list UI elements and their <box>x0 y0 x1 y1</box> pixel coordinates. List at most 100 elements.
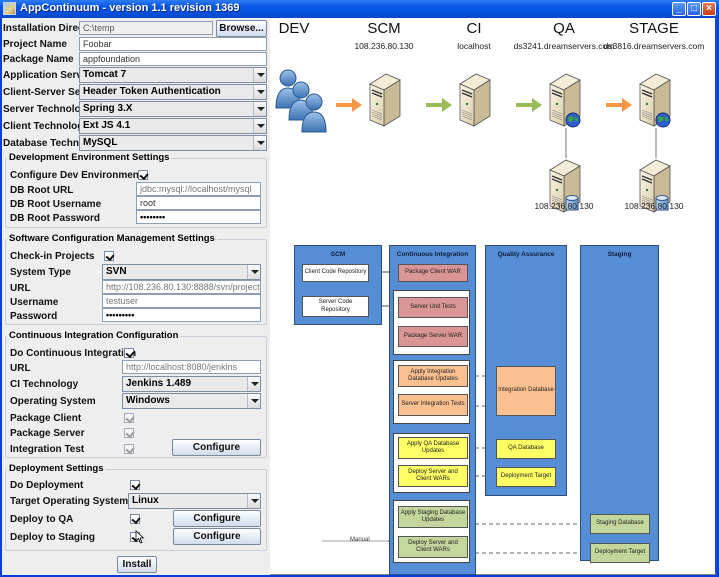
chevron-down-icon[interactable] <box>247 377 260 391</box>
chevron-down-icon[interactable] <box>247 494 260 508</box>
staging-lane-title: Staging <box>607 251 632 258</box>
apply-integration-db-updates: Apply Integration Database Updates <box>398 365 468 387</box>
db-root-url-field[interactable]: jdbc:mysql://localhost/mysql <box>136 182 261 196</box>
server-technology-select[interactable]: Spring 3.X <box>79 101 267 117</box>
target-os-select[interactable]: Linux <box>128 493 261 509</box>
scm-lane-title: SCM <box>330 251 346 258</box>
apply-qa-db-updates: Apply QA Database Updates <box>398 437 468 459</box>
integration-test-label: Integration Test <box>10 444 85 455</box>
close-button[interactable]: × <box>702 2 716 16</box>
client-server-security-select[interactable]: Header Token Authentication <box>79 84 267 100</box>
scm-url-label: URL <box>10 283 31 294</box>
qa-database: QA Database <box>496 439 556 459</box>
chevron-down-icon[interactable] <box>253 68 266 82</box>
scm-to-ci-arrow <box>426 98 452 112</box>
scm-group-title: Software Configuration Management Settin… <box>7 233 217 244</box>
window-client: Installation Directory C:\temp Browse...… <box>2 18 717 575</box>
ci-configure-button[interactable]: Configure <box>172 439 261 456</box>
database-technology-label: Database Technology <box>3 138 106 149</box>
chevron-down-icon[interactable] <box>247 394 260 408</box>
do-deployment-checkbox[interactable] <box>130 480 140 490</box>
scm-host: 108.236.80.130 <box>354 41 414 51</box>
system-type-value: SVN <box>106 266 127 277</box>
deploy-qa-wars: Deploy Server and Client WARs <box>398 465 468 487</box>
ci-host: localhost <box>457 41 491 51</box>
mouse-cursor-icon <box>135 530 145 544</box>
ci-group-title: Continuous Integration Configuration <box>7 330 181 341</box>
minimize-button[interactable]: _ <box>672 2 686 16</box>
qa-configure-button[interactable]: Configure <box>173 510 261 527</box>
scm-server-icon <box>369 73 401 127</box>
package-client-war: Package Client WAR <box>398 264 468 282</box>
client-technology-select[interactable]: Ext JS 4.1 <box>79 118 267 134</box>
application-server-select[interactable]: Tomcat 7 <box>79 67 267 83</box>
deploy-group <box>5 469 267 551</box>
app-icon <box>3 2 16 15</box>
installation-directory-field[interactable]: C:\temp <box>79 21 213 35</box>
deployment-diagram: DEV SCM CI QA STAGE 108.236.80.130 local… <box>270 18 717 575</box>
stage-db-host: 108.236.80.130 <box>624 201 684 211</box>
client-server-security-label: Client-Server Security <box>3 87 108 98</box>
qa-deployment-target: Deployment Target <box>496 467 556 487</box>
chevron-down-icon[interactable] <box>253 136 266 150</box>
ci-server-icon <box>459 73 491 127</box>
client-technology-value: Ext JS 4.1 <box>83 120 131 131</box>
ci-lane-title: Continuous Integration <box>396 251 469 258</box>
db-root-password-field[interactable]: •••••••• <box>136 210 261 224</box>
db-root-username-field[interactable]: root <box>136 196 261 210</box>
dev-env-group-title: Development Environment Settings <box>7 152 172 163</box>
server-integration-tests: Server Integration Tests <box>398 394 468 416</box>
staging-configure-button[interactable]: Configure <box>173 528 261 545</box>
apply-staging-db-updates: Apply Staging Database Updates <box>398 506 468 528</box>
ci-to-qa-arrow <box>516 98 542 112</box>
operating-system-select[interactable]: Windows <box>122 393 261 409</box>
application-server-label: Application Server <box>3 70 92 81</box>
chevron-down-icon[interactable] <box>247 265 260 279</box>
do-ci-checkbox[interactable] <box>124 348 134 358</box>
qa-to-stage-arrow <box>606 98 632 112</box>
scm-url-field[interactable]: http://108.236.80.130:8888/svn/project1 <box>102 280 261 294</box>
developers-icon <box>275 69 327 133</box>
chevron-down-icon[interactable] <box>253 102 266 116</box>
target-os-value: Linux <box>132 495 159 506</box>
database-technology-select[interactable]: MySQL <box>79 135 267 151</box>
configure-dev-env-checkbox[interactable] <box>138 170 148 180</box>
deploy-qa-label: Deploy to QA <box>10 514 74 525</box>
operating-system-value: Windows <box>126 395 170 406</box>
package-name-field[interactable]: appfoundation <box>79 52 267 66</box>
chevron-down-icon[interactable] <box>253 119 266 133</box>
checkin-projects-checkbox[interactable] <box>104 251 114 261</box>
scm-username-field[interactable]: testuser <box>102 294 261 308</box>
project-name-field[interactable]: Foobar <box>79 37 267 51</box>
deploy-qa-checkbox[interactable] <box>130 514 140 524</box>
dev-to-scm-arrow <box>336 98 362 112</box>
system-type-select[interactable]: SVN <box>102 264 261 280</box>
maximize-button[interactable]: □ <box>687 2 701 16</box>
ci-technology-select[interactable]: Jenkins 1.489 <box>122 376 261 392</box>
manual-label: Manual <box>350 537 370 543</box>
browse-button[interactable]: Browse... <box>216 20 267 37</box>
qa-globe-icon <box>565 112 581 128</box>
integration-test-checkbox[interactable] <box>124 444 134 454</box>
qa-lane-title: Quality Assurance <box>497 251 555 258</box>
chevron-down-icon[interactable] <box>253 85 266 99</box>
qa-host: ds3241.dreamservers.com <box>513 41 615 51</box>
scm-password-field[interactable]: ••••••••• <box>102 308 261 322</box>
stage-host: ds3816.dreamservers.com <box>603 41 705 51</box>
ci-url-field[interactable]: http://localhost:8080/jenkins <box>122 360 261 374</box>
package-client-checkbox[interactable] <box>124 413 134 423</box>
deploy-staging-label: Deploy to Staging <box>10 532 95 543</box>
ci-technology-label: CI Technology <box>10 379 79 390</box>
staging-database: Staging Database <box>590 514 650 534</box>
stage-globe-icon <box>655 112 671 128</box>
deploy-group-title: Deployment Settings <box>7 463 106 474</box>
operating-system-label: Operating System <box>10 396 96 407</box>
database-technology-value: MySQL <box>83 137 118 148</box>
settings-form: Installation Directory C:\temp Browse...… <box>2 18 270 575</box>
title-bar[interactable]: AppContinuum - version 1.1 revision 1369… <box>0 0 719 18</box>
package-server-checkbox[interactable] <box>124 428 134 438</box>
do-ci-label: Do Continuous Integration <box>10 348 137 359</box>
install-button[interactable]: Install <box>117 556 157 573</box>
window-title: AppContinuum - version 1.1 revision 1369 <box>20 2 240 14</box>
